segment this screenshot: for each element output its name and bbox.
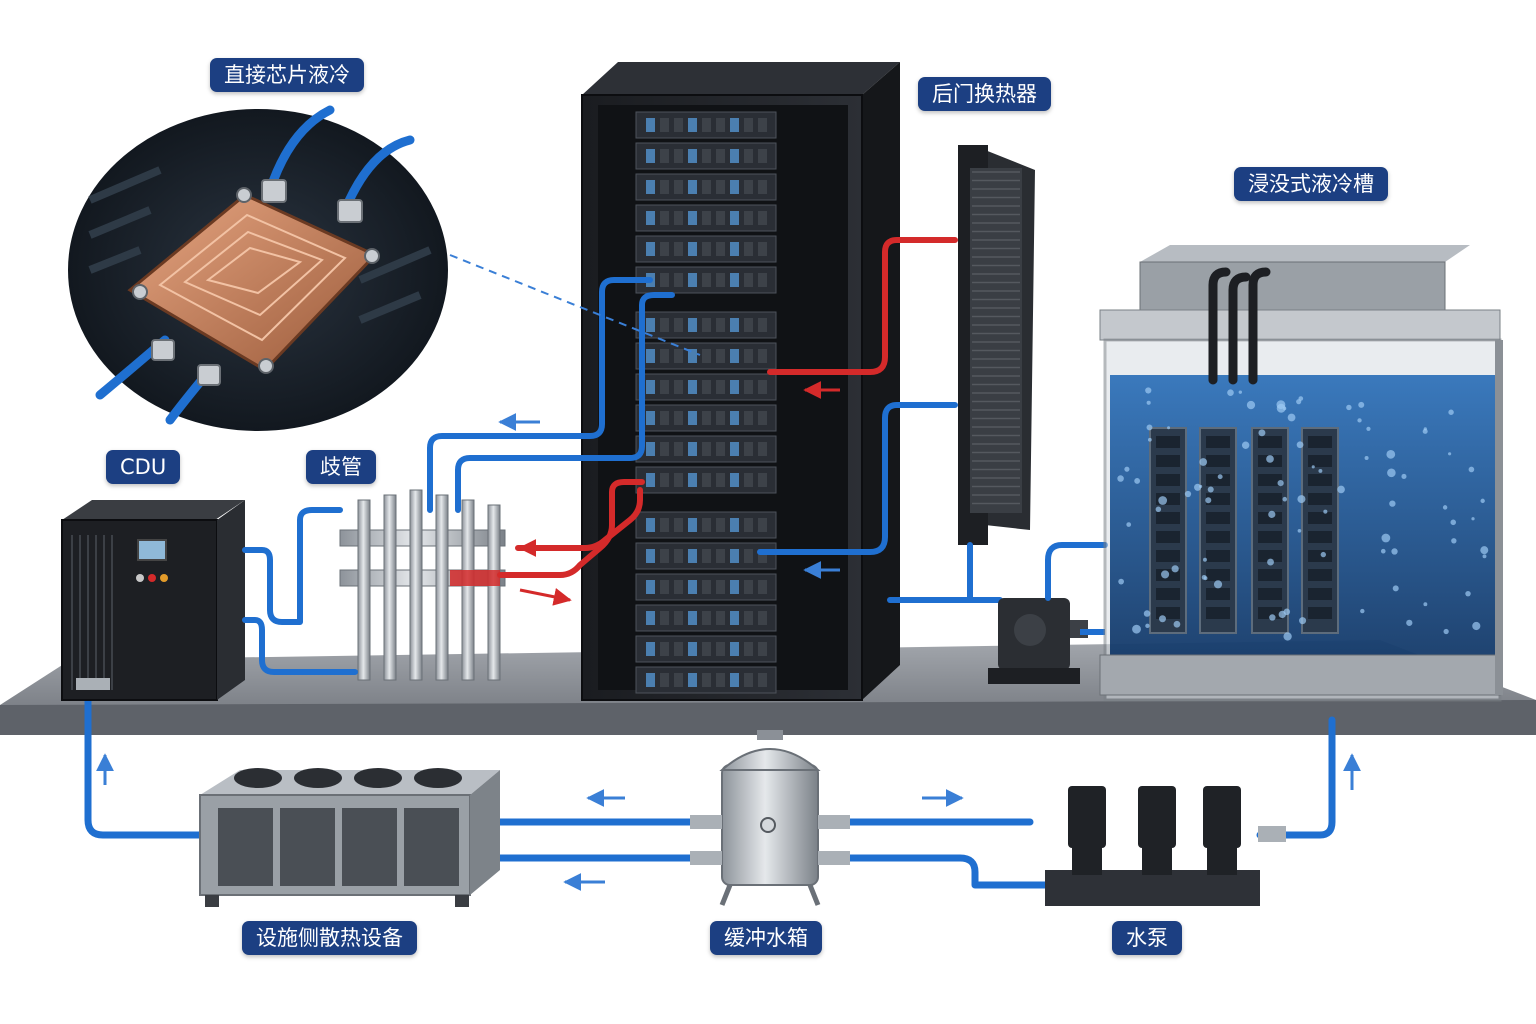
- cold-plate-icon: [64, 105, 452, 435]
- server-units: [635, 111, 777, 694]
- server-unit: [635, 173, 777, 201]
- immersion-server-boards: [1149, 427, 1339, 634]
- server-board: [1199, 427, 1237, 634]
- upper-flow-arrows: [498, 381, 840, 606]
- label-chip-cooling: 直接芯片液冷: [210, 58, 364, 92]
- label-buffer-tank: 缓冲水箱: [710, 921, 822, 955]
- server-unit: [635, 342, 777, 370]
- server-unit: [635, 604, 777, 632]
- server-unit: [635, 466, 777, 494]
- server-board: [1301, 427, 1339, 634]
- label-immersion-tank: 浸没式液冷槽: [1234, 167, 1388, 201]
- dry-cooler-icon: [199, 768, 500, 907]
- tank-feed-pipe: [1045, 542, 1108, 601]
- server-unit: [635, 666, 777, 694]
- label-manifold: 歧管: [306, 450, 376, 484]
- label-facility-heat-rejection: 设施侧散热设备: [242, 921, 417, 955]
- detail-callout-line: [449, 254, 701, 356]
- manifold-icon: [339, 489, 506, 681]
- rear-door-pipes: [757, 237, 1003, 603]
- server-unit: [635, 373, 777, 401]
- tank-pump-icon: [988, 598, 1088, 684]
- server-unit: [635, 573, 777, 601]
- server-unit: [635, 435, 777, 463]
- server-unit: [635, 542, 777, 570]
- server-unit: [635, 635, 777, 663]
- facility-loop-pipes: [84, 696, 1336, 889]
- immersion-tank-icon: [1099, 245, 1503, 702]
- server-unit: [635, 235, 777, 263]
- cdu-manifold-pipes: [242, 507, 358, 675]
- label-cdu: CDU: [106, 450, 181, 484]
- facility-flow-arrows: [96, 753, 1361, 891]
- chip-cooling-pipes: [427, 277, 675, 578]
- label-rear-door-heat-exchanger: 后门换热器: [918, 77, 1051, 111]
- server-unit: [635, 266, 777, 294]
- cdu-icon: [61, 500, 245, 701]
- server-unit: [635, 204, 777, 232]
- heat-exchanger-icon: [958, 145, 1035, 545]
- water-pump-icon: [1045, 786, 1286, 906]
- buffer-tank-icon: [690, 730, 850, 906]
- server-board: [1149, 427, 1187, 634]
- server-unit: [635, 404, 777, 432]
- server-unit: [635, 142, 777, 170]
- coolant-bubbles: [1117, 387, 1489, 641]
- server-unit: [635, 511, 777, 539]
- server-unit: [635, 311, 777, 339]
- server-unit: [635, 111, 777, 139]
- server-rack-icon: [581, 62, 900, 701]
- label-water-pump: 水泵: [1112, 921, 1182, 955]
